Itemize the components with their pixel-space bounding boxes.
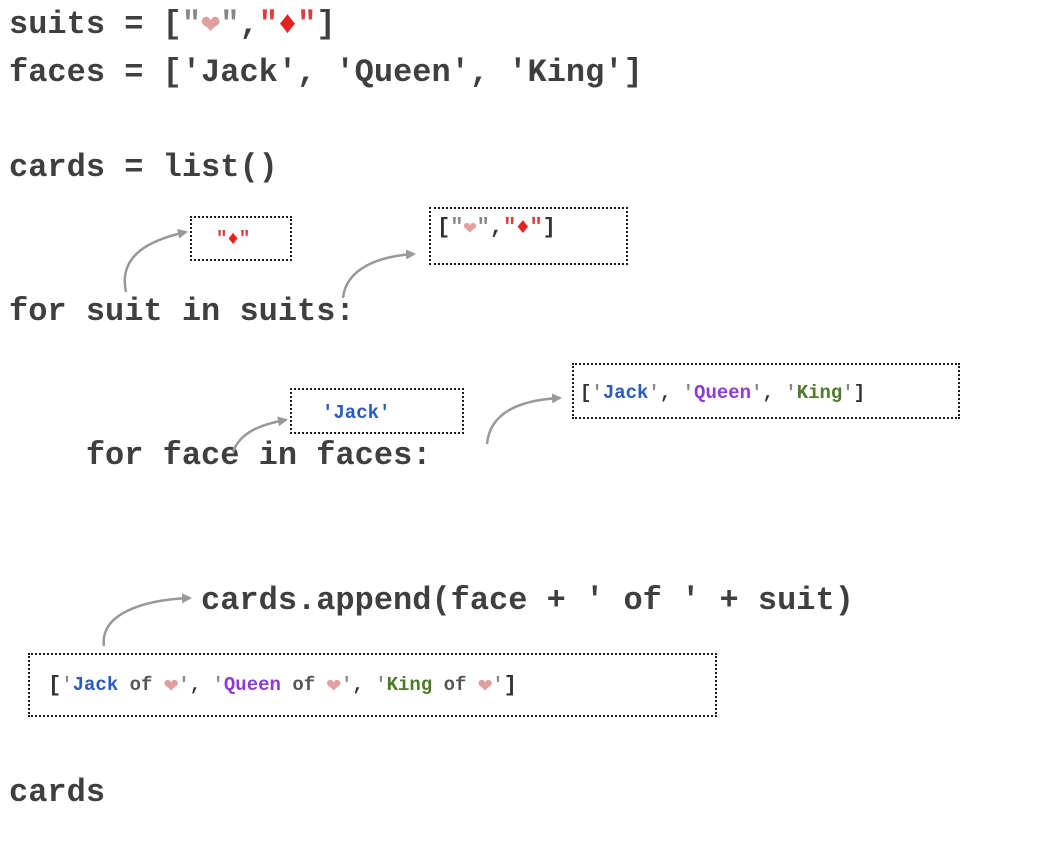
heart-icon: ❤ [463, 216, 477, 241]
cards-output-line: cards [9, 774, 106, 811]
card-face-jack: Jack [72, 674, 119, 696]
comma: , [659, 382, 683, 404]
face-item-jack: Jack [602, 382, 649, 404]
diamond-icon: ♦ [277, 6, 298, 43]
quote: " [220, 6, 240, 43]
of-text: of [118, 674, 164, 696]
comma: , [489, 215, 504, 240]
suits-line: suits = ["❤","♦"] [9, 5, 336, 45]
comma: , [239, 6, 259, 43]
cards-list-box: ['Jack of ❤', 'Queen of ❤', 'King of ❤'] [28, 653, 717, 717]
suits-list-box: ["❤","♦"] [429, 207, 628, 265]
append-line: cards.append(face + ' of ' + suit) [201, 582, 854, 619]
suit-value-box: "♦" [190, 216, 292, 261]
quote: " [529, 215, 543, 240]
diamond-icon: ♦ [227, 227, 239, 250]
quote: ' [375, 674, 387, 696]
faces-line: faces = ['Jack', 'Queen', 'King'] [9, 54, 643, 91]
quote: " [181, 6, 202, 43]
quote: " [476, 215, 490, 240]
comma: , [762, 382, 786, 404]
of-text: of [432, 674, 478, 696]
heart-icon: ❤ [326, 673, 341, 700]
open-bracket: [ [48, 672, 62, 698]
face-item-queen: Queen [694, 382, 752, 404]
suits-prefix: suits = [ [9, 6, 182, 43]
heart-icon: ❤ [201, 6, 221, 43]
arrow-cards-to-append [102, 593, 192, 647]
diamond-icon: ♦ [516, 215, 530, 240]
quote: ' [682, 382, 695, 404]
for-face-line: for face in faces: [9, 437, 432, 474]
quote: ' [785, 382, 797, 404]
quote: " [238, 227, 251, 250]
quote: ' [751, 382, 763, 404]
close-bracket: ] [316, 6, 336, 43]
quote: ' [178, 674, 190, 696]
heart-icon: ❤ [163, 673, 179, 700]
quote: " [450, 215, 464, 240]
quote: ' [61, 674, 73, 696]
comma: , [352, 674, 376, 696]
face-item-king: King [796, 382, 843, 404]
quote: ' [648, 382, 660, 404]
heart-icon: ❤ [477, 673, 493, 700]
card-face-queen: Queen [223, 674, 281, 696]
arrow-faces-to-list [485, 393, 562, 445]
for-suit-line: for suit in suits: [9, 293, 355, 330]
close-bracket: ] [853, 382, 866, 404]
open-bracket: [ [580, 382, 592, 404]
quote: " [216, 227, 228, 250]
close-bracket: ] [542, 215, 556, 240]
comma: , [189, 674, 213, 696]
quote: " [503, 215, 517, 240]
arrow-suit-to-value [123, 228, 188, 293]
quote: ' [842, 382, 854, 404]
quote: ' [492, 674, 504, 696]
faces-list-box: ['Jack', 'Queen', 'King'] [572, 363, 960, 419]
open-bracket: [ [437, 215, 451, 240]
quote: ' [591, 382, 603, 404]
of-text: of [280, 674, 327, 696]
quote: ' [340, 674, 353, 696]
card-face-king: King [386, 674, 433, 696]
close-bracket: ] [503, 672, 517, 698]
quote: ' [212, 674, 224, 696]
quote: " [258, 6, 278, 43]
face-value-box: 'Jack' [290, 388, 464, 434]
quote: " [297, 6, 317, 43]
cards-init-line: cards = list() [9, 149, 278, 186]
